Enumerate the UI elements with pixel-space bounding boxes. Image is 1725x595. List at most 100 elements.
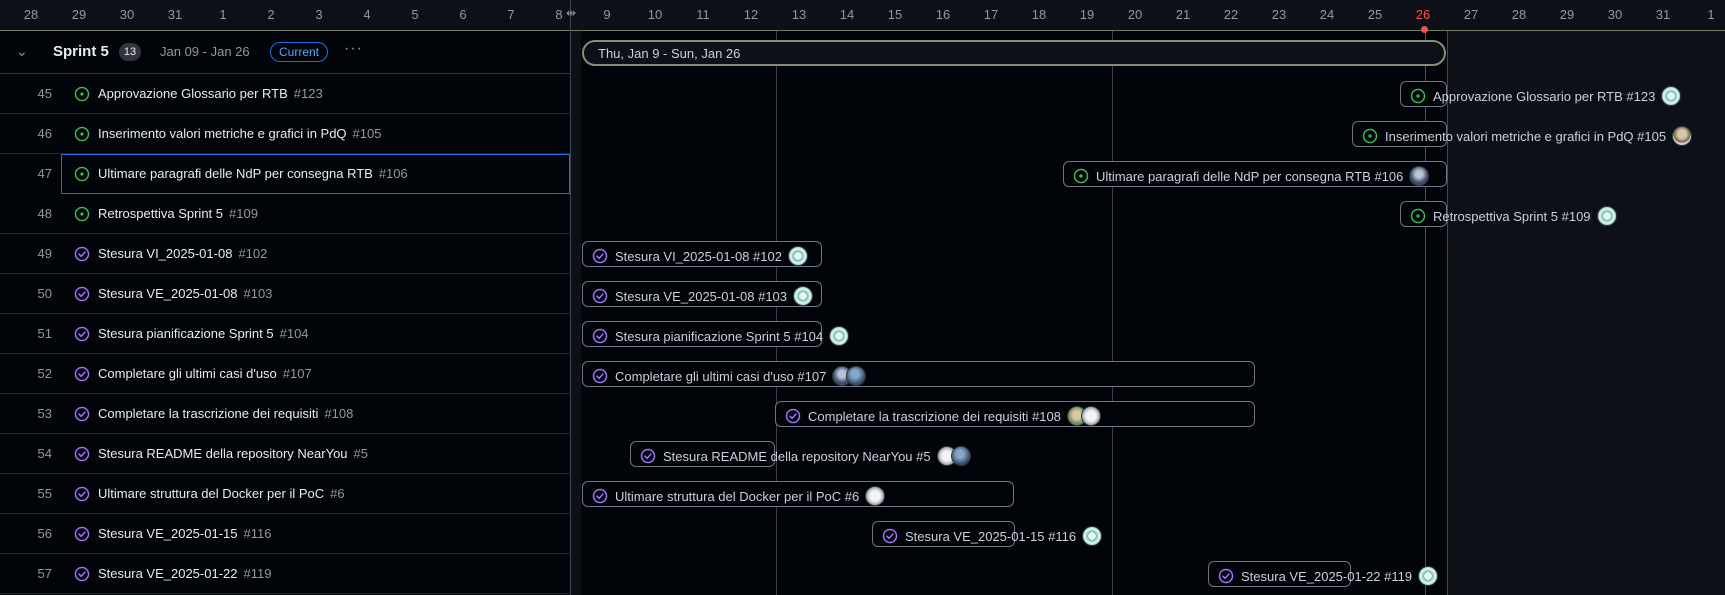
timeline-item-content[interactable]: Completare la trascrizione dei requisiti… bbox=[775, 406, 1101, 426]
issue-closed-icon bbox=[74, 326, 90, 342]
date-tick: 26 bbox=[1415, 7, 1431, 22]
timeline-item-content[interactable]: Stesura README della repository NearYou … bbox=[630, 446, 971, 466]
assignee-avatar[interactable] bbox=[1080, 406, 1101, 426]
timeline-item-content[interactable]: Stesura VE_2025-01-08 #103 bbox=[582, 286, 814, 306]
date-tick: 25 bbox=[1367, 7, 1383, 22]
table-row[interactable] bbox=[0, 474, 570, 514]
issue-title[interactable]: Ultimare struttura del Docker per il PoC bbox=[98, 486, 325, 501]
issue-title-link[interactable]: Stesura VI_2025-01-08#102 bbox=[98, 246, 267, 261]
sprint-group-header[interactable]: ⌄ Sprint 5 13 Jan 09 - Jan 26 Current ··… bbox=[0, 30, 570, 74]
issue-open-icon bbox=[1410, 208, 1426, 224]
date-tick: 31 bbox=[1655, 7, 1671, 22]
issue-title[interactable]: Stesura pianificazione Sprint 5 bbox=[98, 326, 274, 341]
issue-title[interactable]: Ultimare paragrafi delle NdP per consegn… bbox=[98, 166, 373, 181]
date-tick: 2 bbox=[267, 7, 275, 22]
date-tick: 29 bbox=[1559, 7, 1575, 22]
timeline-item-content[interactable]: Inserimento valori metriche e grafici in… bbox=[1352, 126, 1693, 146]
timeline-item-bar[interactable] bbox=[582, 481, 1014, 507]
timeline-gridline bbox=[776, 30, 777, 595]
issue-title-link[interactable]: Completare gli ultimi casi d'uso#107 bbox=[98, 366, 312, 381]
chevron-down-icon[interactable]: ⌄ bbox=[16, 43, 28, 59]
issue-title[interactable]: Approvazione Glossario per RTB bbox=[98, 86, 288, 101]
date-tick: 3 bbox=[315, 7, 323, 22]
issue-title-link[interactable]: Ultimare struttura del Docker per il PoC… bbox=[98, 486, 345, 501]
issue-title[interactable]: Stesura VE_2025-01-22 bbox=[98, 566, 238, 581]
issue-title[interactable]: Retrospettiva Sprint 5 bbox=[98, 206, 224, 221]
timeline-item-bar[interactable] bbox=[582, 281, 822, 307]
issue-title-link[interactable]: Stesura README della repository NearYou#… bbox=[98, 446, 368, 461]
issue-closed-icon bbox=[74, 526, 90, 542]
table-row[interactable] bbox=[0, 354, 570, 394]
issue-closed-icon bbox=[592, 248, 608, 264]
assignee-avatar[interactable] bbox=[1661, 86, 1682, 106]
table-row[interactable] bbox=[0, 114, 570, 154]
sprint-timeline-bar[interactable]: Thu, Jan 9 - Sun, Jan 26 bbox=[582, 40, 1446, 66]
table-row[interactable] bbox=[0, 434, 570, 474]
panel-divider[interactable] bbox=[570, 0, 571, 595]
issue-title[interactable]: Stesura VI_2025-01-08 bbox=[98, 246, 233, 261]
assignee-avatar[interactable] bbox=[1409, 166, 1430, 186]
table-row[interactable] bbox=[0, 74, 570, 114]
issue-title-link[interactable]: Completare la trascrizione dei requisiti… bbox=[98, 406, 353, 421]
assignee-avatar[interactable] bbox=[793, 286, 814, 306]
timeline-item-content[interactable]: Retrospettiva Sprint 5 #109 bbox=[1400, 206, 1617, 226]
table-row[interactable] bbox=[0, 194, 570, 234]
table-row[interactable] bbox=[0, 394, 570, 434]
issue-title[interactable]: Stesura VE_2025-01-08 bbox=[98, 286, 238, 301]
timeline-item-label: Stesura pianificazione Sprint 5 #104 bbox=[615, 328, 824, 344]
timeline-item-content[interactable]: Stesura VE_2025-01-15 #116 bbox=[872, 526, 1103, 546]
issue-closed-icon bbox=[74, 566, 90, 582]
table-row[interactable] bbox=[0, 554, 570, 594]
assignee-avatar[interactable] bbox=[865, 486, 886, 506]
assignee-avatar[interactable] bbox=[787, 246, 808, 266]
issue-title[interactable]: Inserimento valori metriche e grafici in… bbox=[98, 126, 347, 141]
issue-title-link[interactable]: Ultimare paragrafi delle NdP per consegn… bbox=[98, 166, 408, 181]
assignee-avatar[interactable] bbox=[1596, 206, 1617, 226]
table-row[interactable] bbox=[0, 234, 570, 274]
more-options-icon[interactable]: ··· bbox=[344, 40, 363, 57]
table-row[interactable] bbox=[61, 154, 570, 194]
issue-title[interactable]: Completare la trascrizione dei requisiti bbox=[98, 406, 319, 421]
timeline-item-content[interactable]: Stesura VE_2025-01-22 #119 bbox=[1208, 566, 1439, 586]
issue-title[interactable]: Stesura VE_2025-01-15 bbox=[98, 526, 238, 541]
issue-title-link[interactable]: Approvazione Glossario per RTB#123 bbox=[98, 86, 323, 101]
date-tick: 6 bbox=[459, 7, 467, 22]
timeline-item-bar[interactable] bbox=[582, 361, 1255, 387]
issue-title-link[interactable]: Stesura VE_2025-01-22#119 bbox=[98, 566, 271, 581]
timeline-item-content[interactable]: Ultimare struttura del Docker per il PoC… bbox=[582, 486, 886, 506]
table-row[interactable] bbox=[0, 314, 570, 354]
timeline-item-bar[interactable] bbox=[1063, 161, 1447, 187]
assignee-avatar[interactable] bbox=[846, 366, 867, 386]
timeline-item-bar[interactable] bbox=[582, 241, 822, 267]
assignee-avatar[interactable] bbox=[950, 446, 971, 466]
issue-title-link[interactable]: Inserimento valori metriche e grafici in… bbox=[98, 126, 381, 141]
current-badge: Current bbox=[270, 42, 329, 62]
timeline-item-content[interactable]: Stesura pianificazione Sprint 5 #104 bbox=[582, 326, 850, 346]
assignee-avatar[interactable] bbox=[829, 326, 850, 346]
timeline-item-label: Stesura VE_2025-01-08 #103 bbox=[615, 288, 788, 304]
issue-title-link[interactable]: Retrospettiva Sprint 5#109 bbox=[98, 206, 258, 221]
issue-title-link[interactable]: Stesura pianificazione Sprint 5#104 bbox=[98, 326, 309, 341]
assignee-avatar[interactable] bbox=[1672, 126, 1693, 146]
issue-title[interactable]: Stesura README della repository NearYou bbox=[98, 446, 348, 461]
timeline-item-bar[interactable] bbox=[582, 321, 822, 347]
timeline-gridline bbox=[1112, 30, 1113, 595]
today-marker-dot bbox=[1421, 26, 1428, 33]
table-row[interactable] bbox=[0, 274, 570, 314]
issue-title[interactable]: Completare gli ultimi casi d'uso bbox=[98, 366, 277, 381]
table-row[interactable] bbox=[0, 514, 570, 554]
timeline-item-bar[interactable] bbox=[775, 401, 1255, 427]
issue-title-link[interactable]: Stesura VE_2025-01-15#116 bbox=[98, 526, 271, 541]
timeline-item-content[interactable]: Ultimare paragrafi delle NdP per consegn… bbox=[1063, 166, 1430, 186]
timeline-item-content[interactable]: Approvazione Glossario per RTB #123 bbox=[1400, 86, 1682, 106]
timeline-item-label: Stesura README della repository NearYou … bbox=[663, 448, 931, 464]
assignee-avatar[interactable] bbox=[1082, 526, 1103, 546]
resize-handle-icon[interactable]: ⇹ bbox=[565, 6, 577, 20]
date-tick: 29 bbox=[71, 7, 87, 22]
assignee-avatar[interactable] bbox=[1418, 566, 1439, 586]
timeline-item-content[interactable]: Stesura VI_2025-01-08 #102 bbox=[582, 246, 808, 266]
date-tick: 14 bbox=[839, 7, 855, 22]
timeline-item-content[interactable]: Completare gli ultimi casi d'uso #107 bbox=[582, 366, 867, 386]
issue-title-link[interactable]: Stesura VE_2025-01-08#103 bbox=[98, 286, 272, 301]
